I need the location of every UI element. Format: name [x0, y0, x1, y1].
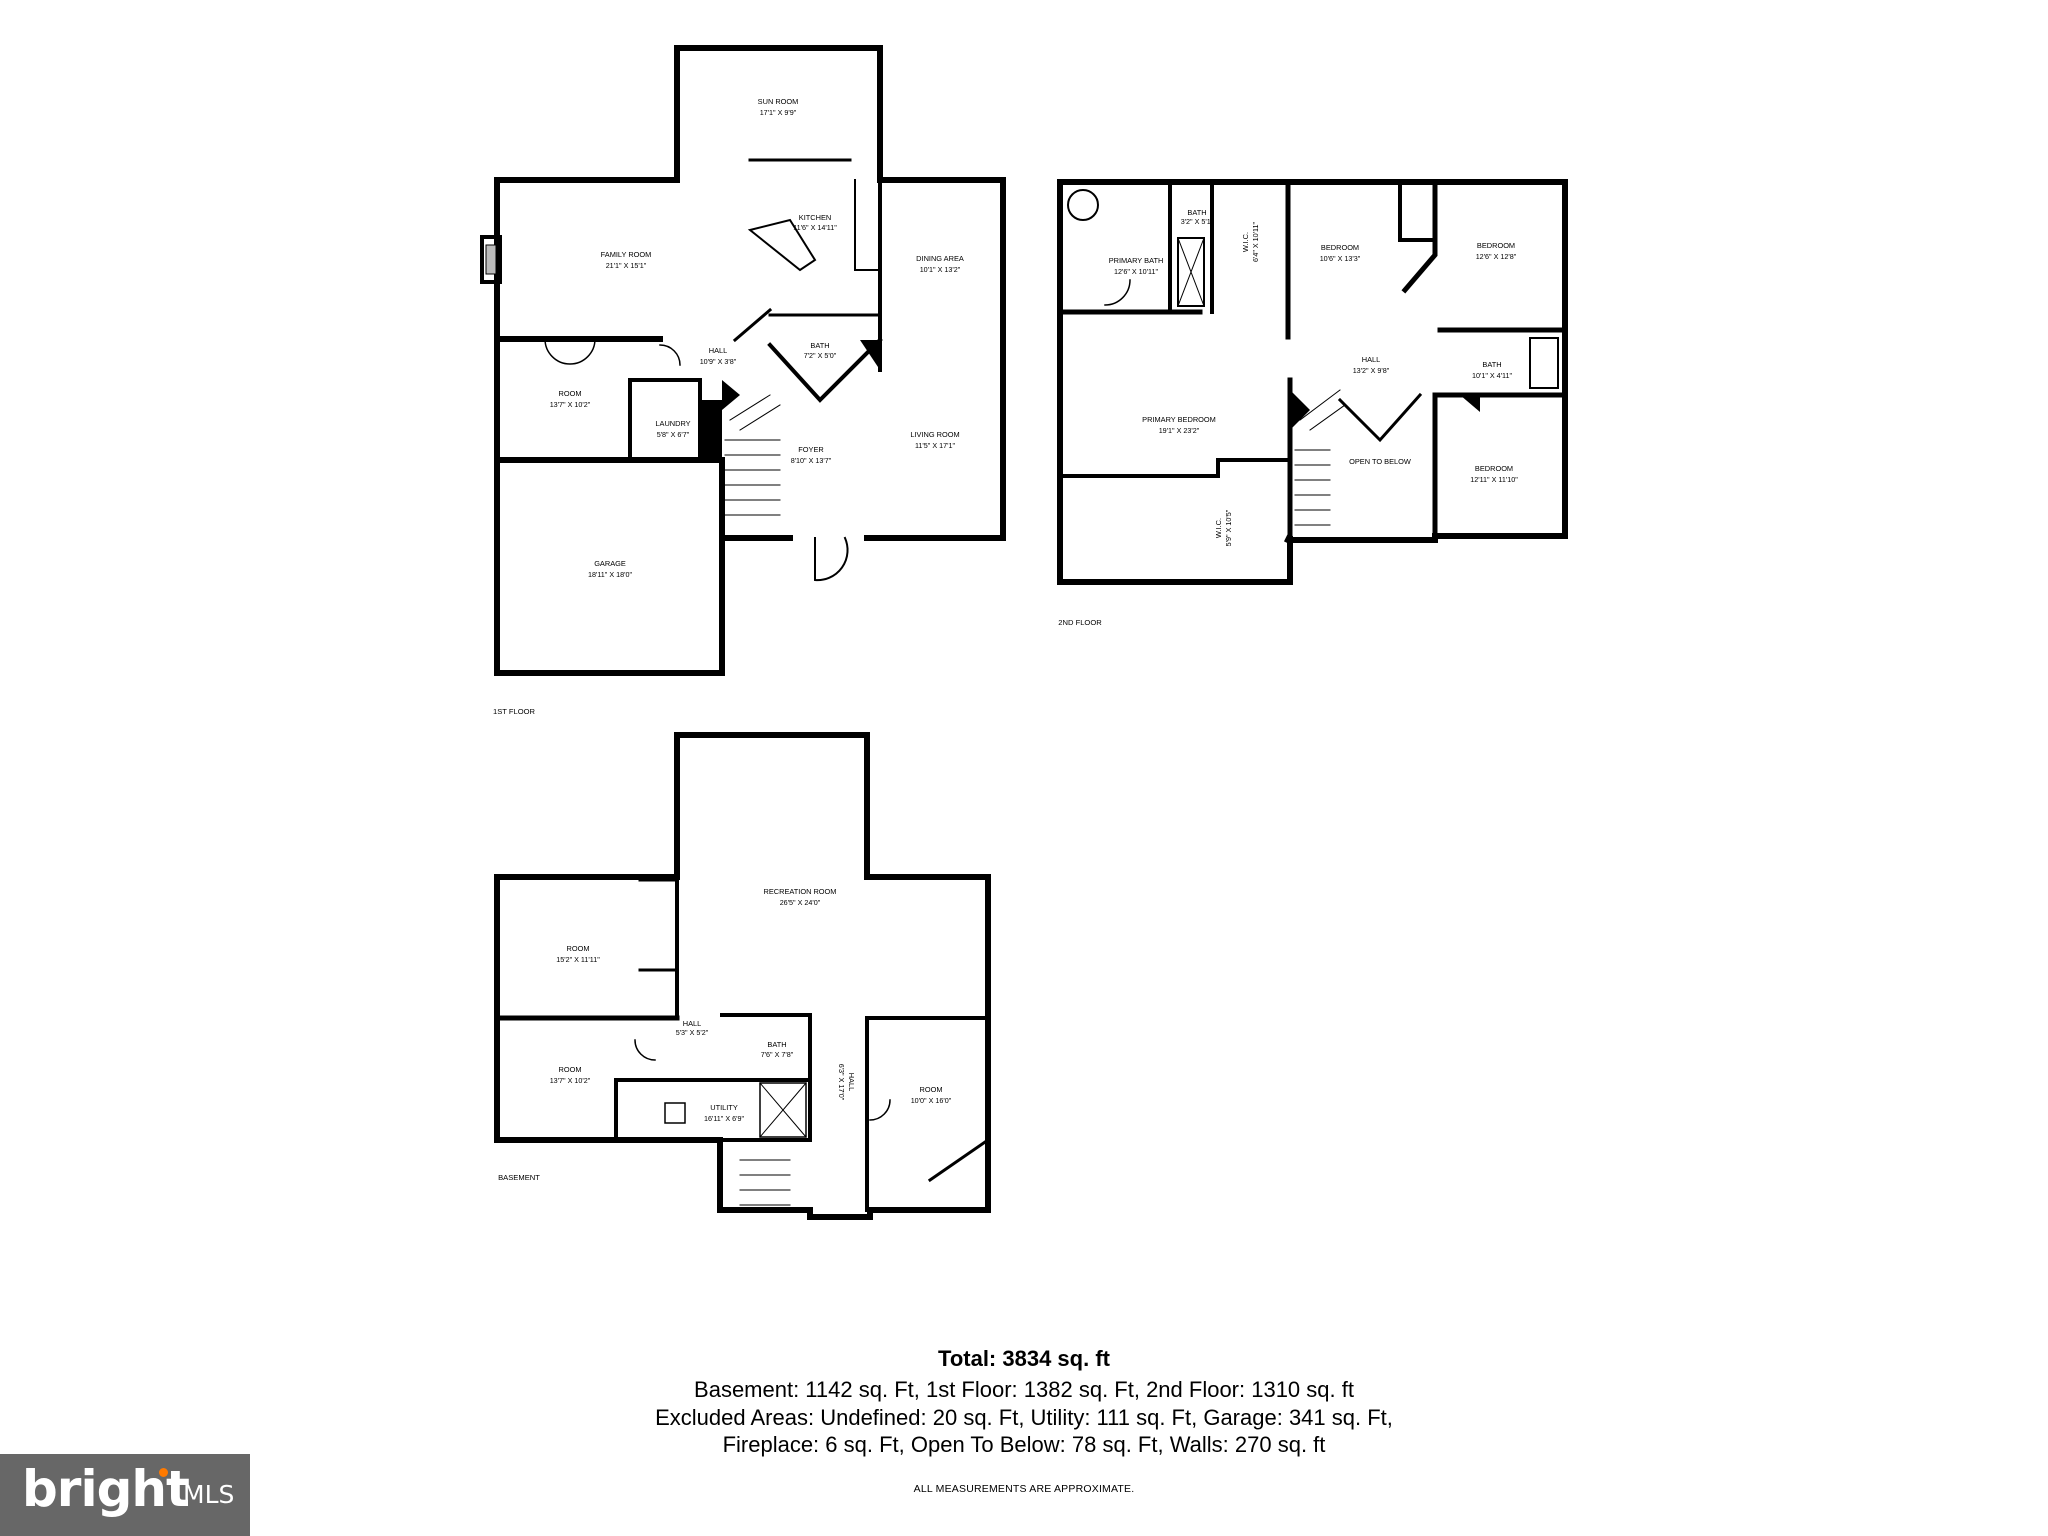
second-wic-bottom-name: W.I.C.	[1214, 518, 1223, 538]
first-sun-room-dim: 17'1" X 9'9"	[760, 108, 797, 117]
second-wic-top-name: W.I.C.	[1241, 232, 1250, 252]
first-floor-walls	[494, 45, 1006, 676]
second-wic-top-dim: 6'4" X 10'11"	[1251, 222, 1260, 263]
second-bedroom-b-dim: 12'6" X 12'8"	[1476, 252, 1517, 261]
area-breakdown-line-3: Fireplace: 6 sq. Ft, Open To Below: 78 s…	[722, 1432, 1326, 1457]
basement-stairs	[739, 1159, 791, 1206]
bright-mls-logo: bright MLS	[0, 1454, 250, 1536]
second-floor-label: 2ND FLOOR	[1058, 618, 1102, 627]
second-bedroom-c-name: BEDROOM	[1475, 464, 1513, 473]
first-floor-label: 1ST FLOOR	[493, 707, 536, 716]
logo-suffix: MLS	[183, 1480, 235, 1509]
first-living-room-name: LIVING ROOM	[910, 430, 959, 439]
basement-recreation-room-name: RECREATION ROOM	[764, 887, 837, 896]
second-primary-bath-dim: 12'6" X 10'11"	[1114, 267, 1159, 276]
first-laundry-dim: 5'8" X 6'7"	[657, 430, 690, 439]
second-open-to-below-name: OPEN TO BELOW	[1349, 457, 1411, 466]
first-sun-room-name: SUN ROOM	[758, 97, 799, 106]
second-wic-bottom-dim: 5'9" X 10'5"	[1224, 509, 1233, 546]
first-family-room-dim: 21'1" X 15'1"	[606, 261, 647, 270]
second-floor-windows	[1059, 181, 1566, 541]
second-floor-walls	[1057, 179, 1568, 585]
first-living-room-dim: 11'5" X 17'1"	[915, 441, 956, 450]
basement-room-c-dim: 10'0" X 16'0"	[911, 1096, 952, 1105]
basement-bath-name: BATH	[767, 1040, 786, 1049]
basement-hall-small-name: HALL	[683, 1019, 702, 1028]
first-room-name: ROOM	[559, 389, 582, 398]
second-primary-bedroom-dim: 19'1" X 23'2"	[1159, 426, 1200, 435]
second-hall-name: HALL	[1362, 355, 1381, 364]
basement-room-a-name: ROOM	[567, 944, 590, 953]
first-floor-windows	[496, 47, 1004, 674]
area-breakdown-line-1: Basement: 1142 sq. Ft, 1st Floor: 1382 s…	[694, 1377, 1354, 1402]
second-bedroom-b-name: BEDROOM	[1477, 241, 1515, 250]
basement-utility-name: UTILITY	[710, 1103, 738, 1112]
area-breakdown-line-2: Excluded Areas: Undefined: 20 sq. Ft, Ut…	[655, 1405, 1393, 1430]
second-primary-bath-name: PRIMARY BATH	[1109, 256, 1164, 265]
second-primary-bedroom-name: PRIMARY BEDROOM	[1142, 415, 1216, 424]
basement-walls	[494, 732, 991, 1220]
second-small-bath-name: BATH	[1187, 208, 1206, 217]
basement-recreation-room-dim: 26'5" X 24'0"	[780, 898, 821, 907]
first-bath-dim: 7'2" X 5'0"	[804, 351, 837, 360]
second-hall-dim: 13'2" X 9'8"	[1353, 366, 1390, 375]
basement-hall-long-dim: 6'3" X 17'0"	[837, 1064, 846, 1101]
first-room-dim: 13'7" X 10'2"	[550, 400, 591, 409]
second-bedroom-a-dim: 10'6" X 13'3"	[1320, 254, 1361, 263]
second-bedroom-a-name: BEDROOM	[1321, 243, 1359, 252]
basement-hall-small-dim: 5'3" X 5'2"	[676, 1028, 709, 1037]
first-hall-dim: 10'9" X 3'8"	[700, 357, 737, 366]
second-floor-stairs	[1294, 389, 1346, 526]
basement-label: BASEMENT	[498, 1173, 540, 1182]
first-bath-name: BATH	[810, 341, 829, 350]
second-bath-name: BATH	[1482, 360, 1501, 369]
first-garage-name: GARAGE	[594, 559, 626, 568]
basement-room-a-dim: 15'2" X 11'11"	[556, 955, 600, 964]
first-kitchen-dim: 11'6" X 14'11"	[793, 223, 837, 232]
logo-accent-dot-icon	[159, 1468, 168, 1477]
first-kitchen-name: KITCHEN	[799, 213, 831, 222]
second-bedroom-c-dim: 12'11" X 11'10"	[1470, 475, 1518, 484]
basement-bath-dim: 7'6" X 7'8"	[761, 1050, 794, 1059]
first-dining-area-name: DINING AREA	[916, 254, 964, 263]
first-dining-area-dim: 10'1" X 13'2"	[920, 265, 961, 274]
basement-room-c-name: ROOM	[920, 1085, 943, 1094]
basement-hall-long-name: HALL	[847, 1073, 856, 1092]
stair-void	[700, 400, 722, 460]
second-small-bath-dim: 3'2" X 5'1"	[1181, 217, 1214, 226]
first-garage-dim: 18'11" X 18'0"	[588, 570, 633, 579]
basement-windows	[496, 734, 868, 911]
measurement-disclaimer: ALL MEASUREMENTS ARE APPROXIMATE.	[913, 1483, 1135, 1495]
basement-utility-dim: 16'11" X 6'9"	[704, 1114, 745, 1123]
first-hall-name: HALL	[709, 346, 728, 355]
first-foyer-name: FOYER	[798, 445, 823, 454]
basement-room-b-name: ROOM	[559, 1065, 582, 1074]
total-area: Total: 3834 sq. ft	[938, 1346, 1110, 1371]
fireplace-icon	[480, 235, 502, 284]
first-foyer-dim: 8'10" X 13'7"	[791, 456, 832, 465]
basement-room-b-dim: 13'7" X 10'2"	[550, 1076, 591, 1085]
second-bath-dim: 10'1" X 4'11"	[1472, 371, 1513, 380]
first-laundry-name: LAUNDRY	[655, 419, 690, 428]
first-family-room-name: FAMILY ROOM	[601, 250, 652, 259]
first-floor-stairs	[724, 394, 781, 516]
